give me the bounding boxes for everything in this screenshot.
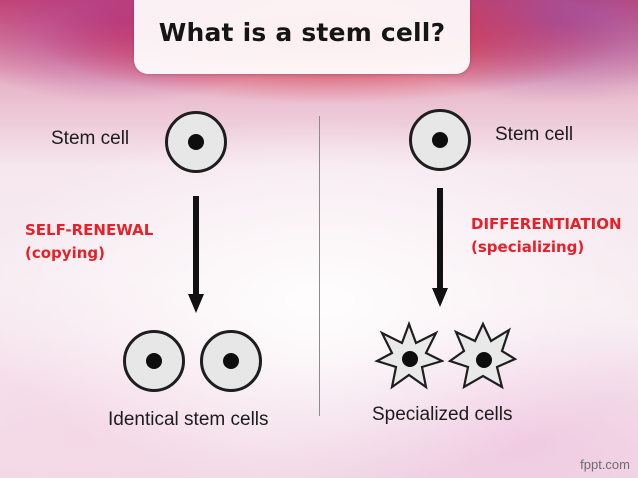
right-stem-cell <box>409 109 471 171</box>
nucleus <box>188 134 204 150</box>
left-stem-cell-label: Stem cell <box>51 128 130 149</box>
identical-stem-cells-label: Identical stem cells <box>108 409 269 430</box>
nucleus <box>146 353 162 369</box>
specialized-cell-1 <box>374 321 444 390</box>
differentiation-subtitle: (specializing) <box>471 238 585 256</box>
differentiation-arrow <box>432 188 448 307</box>
title-box <box>134 0 470 74</box>
slide-title: What is a stem cell? <box>158 18 446 47</box>
right-stem-cell-label: Stem cell <box>495 124 574 145</box>
center-divider <box>319 116 320 416</box>
nucleus <box>223 353 239 369</box>
self-renewal-subtitle: (copying) <box>25 244 105 262</box>
fppt-watermark: fppt.com <box>580 457 630 472</box>
identical-cell-1 <box>123 330 185 392</box>
differentiation-label: DIFFERENTIATION (specializing) <box>471 213 622 259</box>
self-renewal-label: SELF-RENEWAL (copying) <box>25 219 153 265</box>
nucleus <box>432 132 448 148</box>
differentiation-title: DIFFERENTIATION <box>471 215 622 233</box>
specialized-cells-label: Specialized cells <box>372 404 513 425</box>
specialized-cell-2 <box>447 321 517 390</box>
self-renewal-title: SELF-RENEWAL <box>25 221 154 239</box>
self-renewal-arrow <box>188 196 204 313</box>
identical-cell-2 <box>200 330 262 392</box>
left-stem-cell <box>165 111 227 173</box>
